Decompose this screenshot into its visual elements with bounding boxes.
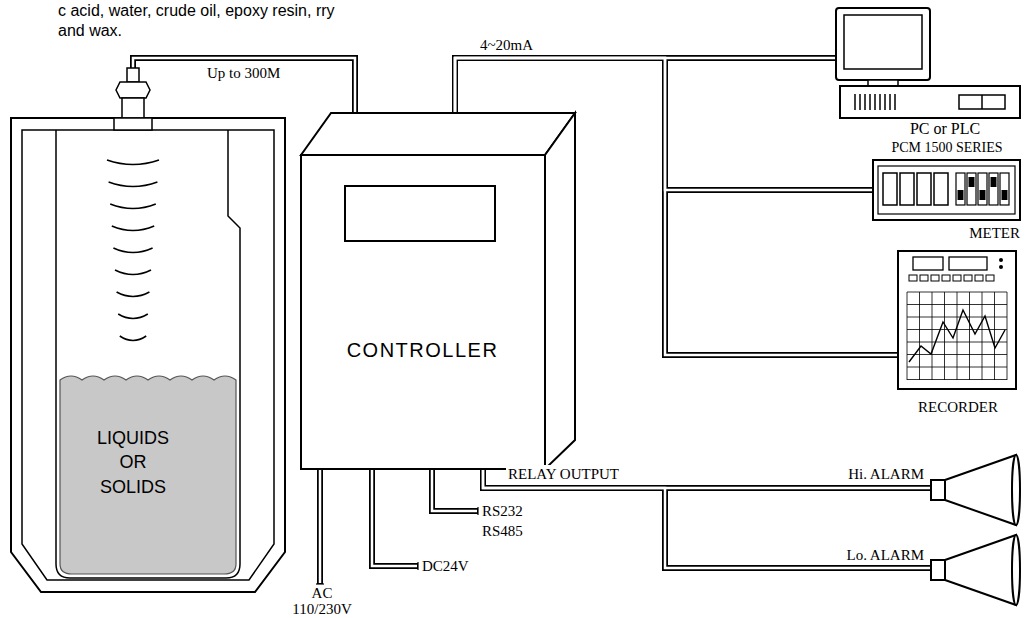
alarm-horn-outline — [930, 532, 1022, 608]
supply-label: AC 110/230V — [285, 586, 359, 618]
chart-recorder-outline — [897, 250, 1019, 420]
pc-plc-icon: PC or PLC — [835, 5, 1022, 140]
node-label: Lo. ALARM — [818, 546, 924, 564]
description-text: c acid, water, crude oil, epoxy resin, r… — [58, 1, 358, 41]
signal-name: RS232 RS485 — [482, 502, 542, 542]
signal-name: 4~20mA — [478, 36, 535, 55]
alarm-horn-outline — [930, 452, 1022, 528]
node-label: METER — [912, 224, 1020, 242]
tank: LIQUIDS OR SOLIDS — [10, 68, 286, 594]
chart-recorder: RECORDER — [897, 250, 1019, 420]
cable-core — [133, 58, 355, 112]
relay-output-label: RELAY OUTPUT — [506, 465, 621, 484]
node-label: CONTROLLER — [300, 338, 545, 362]
alarm-horn: Lo. ALARM — [930, 532, 1022, 608]
supply-label: DC24V — [422, 557, 492, 576]
signal-cable — [133, 58, 355, 112]
cable-core — [455, 58, 835, 112]
tank-outline — [10, 68, 286, 594]
signal-cable — [455, 58, 835, 112]
node-label: PC or PLC — [885, 119, 1005, 138]
alarm-horn: Hi. ALARM — [930, 452, 1022, 528]
pc-plc-icon-outline — [835, 5, 1022, 140]
controller-box: CONTROLLER — [300, 112, 577, 470]
node-heading: PCM 1500 SERIES — [872, 140, 1022, 157]
node-label: Hi. ALARM — [818, 465, 924, 483]
node-label: LIQUIDS OR SOLIDS — [88, 426, 178, 499]
node-label: RECORDER — [897, 398, 1019, 416]
signal-cable — [483, 470, 930, 568]
panel-meter: PCM 1500 SERIES METER — [872, 140, 1022, 246]
cable-core — [483, 470, 930, 568]
cable-length: Up to 300M — [205, 64, 282, 83]
controller-box-outline — [300, 112, 577, 470]
